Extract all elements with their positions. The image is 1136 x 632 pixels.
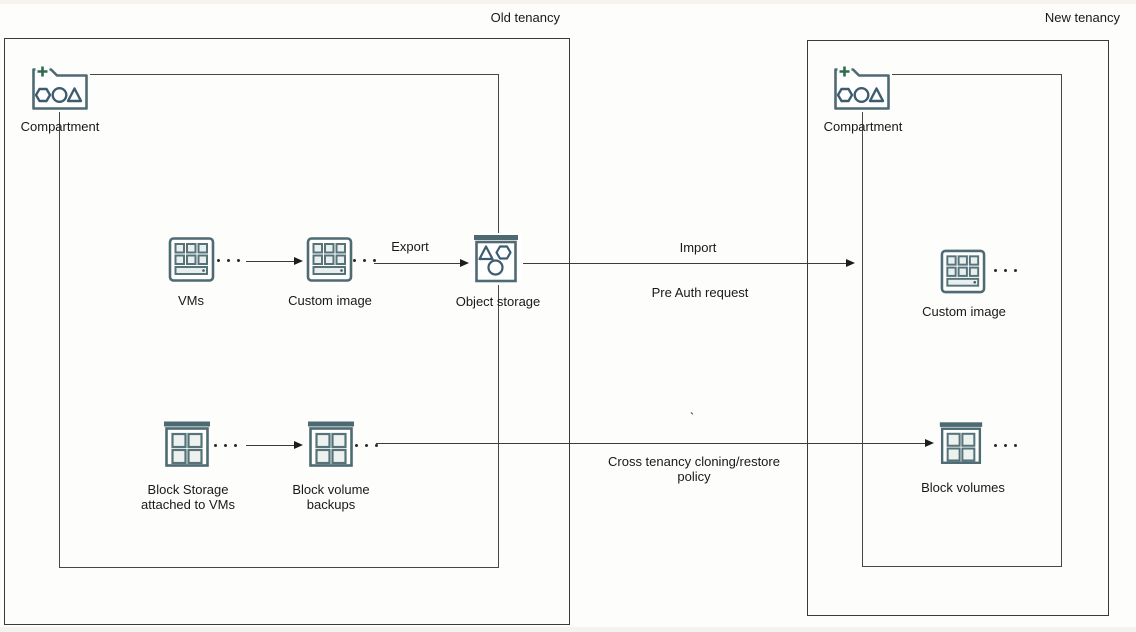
export-arrowhead xyxy=(460,259,469,267)
block-volumes-label: Block volumes xyxy=(921,480,1005,495)
block-storage-label-line1: Block Storage xyxy=(147,482,229,497)
old-compartment-box xyxy=(59,74,499,568)
old-tenancy-title: Old tenancy xyxy=(490,10,560,25)
block-volume-backups-label-line2: backups xyxy=(306,497,356,512)
block-volume-backups-icon xyxy=(306,420,356,468)
vms-to-custom-image-arrowhead xyxy=(294,257,303,265)
ellipsis-dots xyxy=(214,444,237,447)
ellipsis-dots xyxy=(353,259,376,262)
stray-tick-mark: ` xyxy=(689,410,695,425)
vms-to-custom-image-line xyxy=(246,261,295,263)
vms-label: VMs xyxy=(178,293,204,308)
ellipsis-dots xyxy=(994,444,1017,447)
cross-tenancy-label-line1: Cross tenancy cloning/restore xyxy=(608,454,780,469)
block-storage-icon xyxy=(162,420,212,468)
ellipsis-dots xyxy=(355,444,378,447)
cross-tenancy-line xyxy=(376,443,926,445)
compartment-icon xyxy=(832,62,892,112)
block-storage-to-backups-line xyxy=(246,445,295,447)
compartment-label-new: Compartment xyxy=(823,119,903,134)
new-tenancy-box xyxy=(807,40,1109,616)
export-edge-label: Export xyxy=(391,239,429,254)
ellipsis-dots xyxy=(217,259,240,262)
block-volume-backups-label: Block volume backups xyxy=(281,482,381,512)
compartment-icon xyxy=(30,62,90,112)
block-storage-to-backups-arrowhead xyxy=(294,441,303,449)
cross-tenancy-arrowhead xyxy=(925,439,934,447)
block-storage-label-line2: attached to VMs xyxy=(141,497,235,512)
export-line xyxy=(374,263,461,265)
new-tenancy-title: New tenancy xyxy=(1044,10,1120,25)
custom-image-label-new: Custom image xyxy=(922,304,1006,319)
bottom-margin-strip xyxy=(0,627,1136,632)
block-volume-backups-label-line1: Block volume xyxy=(292,482,370,497)
object-storage-label: Object storage xyxy=(455,294,541,309)
block-volumes-icon xyxy=(938,420,984,466)
new-compartment-box xyxy=(862,74,1062,567)
top-margin-strip xyxy=(0,0,1136,4)
import-line xyxy=(523,263,848,265)
cross-tenancy-label-line2: policy xyxy=(677,469,711,484)
import-edge-label: Import xyxy=(679,240,717,255)
ellipsis-dots xyxy=(994,269,1017,272)
block-storage-label: Block Storage attached to VMs xyxy=(138,482,238,512)
pre-auth-request-label: Pre Auth request xyxy=(651,285,749,300)
custom-image-icon xyxy=(306,236,353,283)
cross-tenancy-edge-label: Cross tenancy cloning/restore policy xyxy=(594,454,794,484)
object-storage-icon xyxy=(471,233,521,285)
compartment-label-old: Compartment xyxy=(20,119,100,134)
custom-image-label-old: Custom image xyxy=(288,293,372,308)
old-tenancy-box xyxy=(4,38,570,625)
import-arrowhead xyxy=(846,259,855,267)
vm-instances-icon xyxy=(168,236,215,283)
custom-image-icon xyxy=(940,248,986,295)
